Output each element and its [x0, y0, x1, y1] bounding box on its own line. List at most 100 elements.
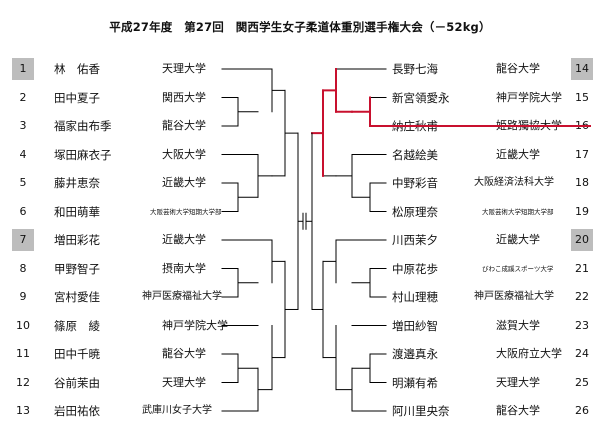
university-name: 大阪芸術大学短期大学部 [482, 207, 554, 216]
athlete-name: 田中夏子 [54, 90, 100, 105]
athlete-name: 田中千暁 [54, 347, 100, 361]
seed-number: 7 [12, 229, 34, 251]
athlete-name: 和田萌華 [54, 204, 100, 219]
university-name: 龍谷大学 [162, 347, 206, 360]
athlete-name: 川西茉夕 [392, 233, 438, 247]
entry-number: 18 [575, 176, 589, 189]
seed-number: 1 [12, 58, 34, 80]
university-name: 天理大学 [162, 375, 206, 389]
university-name: 関西大学 [162, 90, 206, 104]
university-name: 近畿大学 [496, 233, 540, 246]
athlete-name: 新宮領愛永 [392, 90, 450, 105]
university-name: 大阪大学 [162, 147, 206, 161]
athlete-name: 岩田祐依 [54, 404, 100, 418]
page-title: 平成27年度 第27回 関西学生女子柔道体重別選手権大会（－52kg） [109, 20, 491, 34]
seed-number: 14 [571, 58, 593, 80]
entry-number: 25 [575, 375, 589, 389]
university-name: 大阪府立大学 [496, 347, 562, 360]
entry-number: 22 [575, 290, 589, 303]
entry-row: 9 宮村愛佳 神戸医療福祉大学 [0, 287, 600, 307]
entry-row: 3 福家由布季 龍谷大学 [0, 116, 600, 136]
entry-number: 6 [19, 204, 27, 218]
university-name: 天理大学 [496, 375, 540, 389]
entry-row: 12 谷前茉由 天理大学 [0, 373, 600, 393]
university-name: 近畿大学 [162, 176, 206, 189]
entry-number: 23 [575, 318, 589, 332]
entry-row: 21 中原花歩 びわこ成蹊スポーツ大学 [0, 259, 600, 279]
university-name: 神戸医療福祉大学 [142, 291, 222, 302]
entry-row: 1 林 佑香 天理大学 [0, 58, 600, 80]
athlete-name: 長野七海 [392, 62, 438, 76]
entry-row: 2 田中夏子 関西大学 [0, 88, 600, 108]
entry-row: 25 明瀬有希 天理大学 [0, 373, 600, 393]
university-name: びわこ成蹊スポーツ大学 [482, 264, 554, 273]
university-name: 近畿大学 [496, 147, 540, 161]
entry-row: 22 村山理穂 神戸医療福祉大学 [0, 287, 600, 307]
entry-number: 15 [575, 90, 589, 104]
athlete-name: 明瀬有希 [392, 375, 438, 390]
athlete-name: 阿川里央奈 [392, 404, 450, 418]
entry-row: 15 新宮領愛永 神戸学院大学 [0, 88, 600, 108]
entry-row: 10 篠原 綾 神戸学院大学 [0, 316, 600, 336]
entry-number: 21 [575, 261, 589, 275]
athlete-name: 渡邉真永 [392, 347, 438, 361]
athlete-name: 村山理穂 [392, 290, 438, 304]
entry-number: 2 [19, 90, 27, 104]
entry-row: 14 長野七海 龍谷大学 [0, 58, 600, 80]
entry-number: 24 [575, 347, 589, 360]
athlete-name: 増田彩花 [54, 233, 100, 247]
entry-number: 3 [19, 119, 27, 132]
university-name: 近畿大学 [162, 233, 206, 246]
university-name: 龍谷大学 [496, 404, 540, 417]
university-name: 大阪芸術大学短期大学部 [150, 207, 222, 216]
entry-row: 23 増田紗智 滋賀大学 [0, 316, 600, 336]
entry-number: 12 [16, 375, 30, 389]
athlete-name: 谷前茉由 [54, 375, 100, 390]
entry-number: 13 [16, 404, 30, 417]
athlete-name: 名越絵美 [392, 147, 438, 162]
university-name: 龍谷大学 [496, 62, 540, 75]
athlete-name: 中野彩音 [392, 176, 438, 190]
athlete-name: 塚田麻衣子 [54, 147, 112, 162]
entry-row: 11 田中千暁 龍谷大学 [0, 344, 600, 364]
athlete-name: 宮村愛佳 [54, 290, 100, 304]
entry-row: 6 和田萌華 大阪芸術大学短期大学部 [0, 202, 600, 222]
entry-number: 26 [575, 404, 589, 417]
entry-row: 19 松原理奈 大阪芸術大学短期大学部 [0, 202, 600, 222]
athlete-name: 中原花歩 [392, 261, 438, 276]
university-name: 滋賀大学 [496, 318, 540, 332]
entry-number: 11 [16, 347, 30, 360]
entry-row: 5 藤井恵奈 近畿大学 [0, 173, 600, 193]
entry-row: 24 渡邉真永 大阪府立大学 [0, 344, 600, 364]
entry-row: 26 阿川里央奈 龍谷大学 [0, 401, 600, 421]
entry-number: 19 [575, 204, 589, 218]
entry-row: 8 甲野智子 摂南大学 [0, 259, 600, 279]
entry-number: 5 [19, 176, 27, 189]
university-name: 神戸医療福祉大学 [474, 291, 554, 302]
university-name: 武庫川女子大学 [142, 405, 212, 416]
university-name: 龍谷大学 [162, 119, 206, 132]
university-name: 摂南大学 [162, 261, 206, 275]
athlete-name: 松原理奈 [392, 204, 438, 219]
entry-number: 4 [19, 147, 27, 161]
university-name: 天理大学 [162, 62, 206, 75]
entry-row: 13 岩田祐依 武庫川女子大学 [0, 401, 600, 421]
entry-number: 10 [16, 318, 30, 332]
athlete-name: 林 佑香 [54, 62, 100, 76]
university-name: 神戸学院大学 [162, 318, 228, 332]
entry-number: 8 [19, 261, 27, 275]
entry-row: 7 増田彩花 近畿大学 [0, 229, 600, 251]
entry-number: 17 [575, 147, 589, 161]
entry-row: 20 川西茉夕 近畿大学 [0, 229, 600, 251]
university-name: 神戸学院大学 [496, 90, 562, 104]
seed-number: 20 [571, 229, 593, 251]
athlete-name: 甲野智子 [54, 261, 100, 276]
entry-number: 9 [19, 290, 27, 303]
athlete-name: 篠原 綾 [54, 318, 100, 333]
athlete-name: 増田紗智 [392, 318, 438, 333]
entry-row: 17 名越絵美 近畿大学 [0, 145, 600, 165]
athlete-name: 福家由布季 [54, 119, 112, 133]
athlete-name: 藤井恵奈 [54, 176, 100, 190]
